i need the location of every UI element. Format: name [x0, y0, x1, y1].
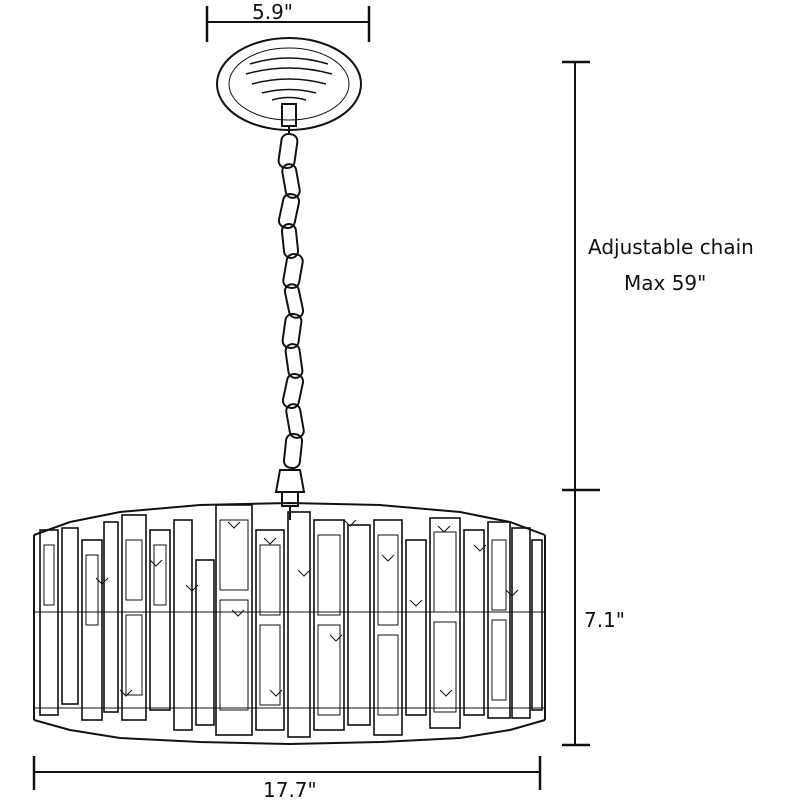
canopy-width-label: 5.9" — [252, 0, 294, 24]
body-height-label: 7.1" — [584, 608, 626, 632]
chain-label-line2: Max 59" — [624, 271, 707, 295]
ceiling-canopy — [216, 37, 362, 134]
crystal-facet-marks — [95, 519, 519, 697]
crystal-drum-body — [33, 501, 546, 746]
adjustable-chain — [277, 132, 305, 470]
body-height-dimension-line — [562, 490, 590, 747]
overall-width-dimension-line — [32, 756, 542, 790]
crystal-panels — [39, 504, 543, 738]
chain-connector — [274, 469, 306, 520]
chain-length-dimension-line — [562, 60, 600, 492]
chain-length-note: Adjustable chain Max 59" — [588, 229, 754, 301]
crystal-inner-details — [34, 519, 545, 716]
chain-label-line1: Adjustable chain — [588, 235, 754, 259]
canopy-width-dimension-line — [205, 6, 371, 42]
overall-width-label: 17.7" — [263, 778, 317, 800]
